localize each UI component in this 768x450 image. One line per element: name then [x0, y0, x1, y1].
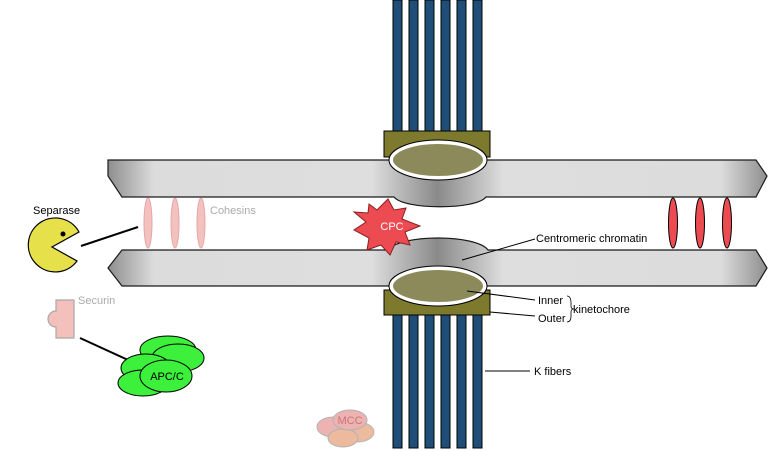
cpc-label: CPC — [380, 221, 403, 233]
securin-label: Securin — [78, 295, 115, 307]
securin-to-apc-line — [79, 337, 129, 361]
centromeric-chromatin-label: Centromeric chromatin — [536, 233, 647, 245]
starburst-icon — [352, 198, 422, 256]
cohesins-faded — [143, 197, 206, 249]
kinetochore-brace — [566, 295, 575, 323]
apc-c-label: APC/C — [150, 371, 184, 383]
inner-pointer — [466, 290, 536, 301]
k-fibers-top — [392, 0, 483, 137]
puzzle-piece-icon — [47, 299, 75, 339]
pacman-icon — [27, 217, 80, 273]
k-fibers-label: K fibers — [534, 366, 572, 378]
inner-kinetochore-top-outline — [388, 139, 488, 181]
mcc-label: MCC — [337, 415, 362, 427]
kinetochore-label: kinetochore — [573, 304, 630, 316]
inner-kinetochore-top — [389, 140, 487, 180]
separase-to-cohesins-line — [80, 226, 139, 247]
apc-c-complex — [117, 335, 205, 397]
outer-label: Outer — [538, 313, 566, 325]
mcc-complex — [316, 409, 375, 448]
k-fibers-bottom — [392, 311, 483, 449]
cohesins-label: Cohesins — [210, 205, 256, 217]
outer-pointer — [489, 311, 536, 317]
cohesins-active — [668, 197, 732, 249]
inner-kinetochore-bottom — [389, 266, 487, 306]
inner-kinetochore-bottom-outline — [388, 265, 488, 307]
inner-label: Inner — [538, 295, 563, 307]
separase-label: Separase — [33, 205, 80, 217]
centromeric-chromatin-pointer — [461, 238, 536, 261]
